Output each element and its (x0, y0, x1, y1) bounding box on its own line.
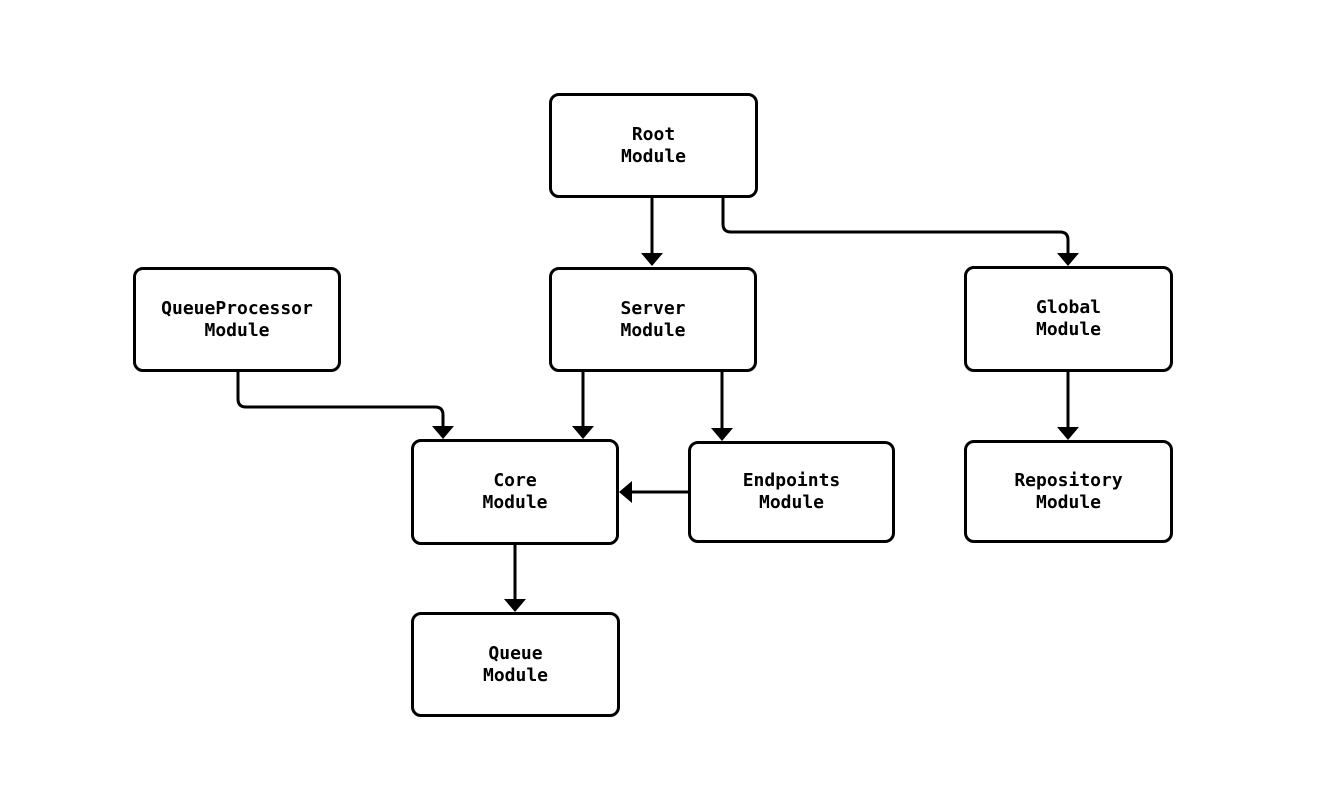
node-server-module: Server Module (549, 267, 757, 372)
edge-core-to-queue (504, 543, 526, 612)
node-queueprocessor-module: QueueProcessor Module (133, 267, 341, 372)
node-global-module: Global Module (964, 266, 1173, 372)
node-root-module: Root Module (549, 93, 758, 198)
arrowhead-icon (619, 481, 632, 503)
node-label-name: Queue (488, 642, 543, 664)
arrowhead-icon (432, 426, 454, 439)
node-label-name: Repository (1014, 469, 1123, 491)
edge-root-to-server (641, 195, 663, 266)
edge-root-to-global (721, 195, 1079, 266)
edge-server-to-core (572, 370, 594, 439)
node-repository-module: Repository Module (964, 440, 1173, 543)
arrowhead-icon (572, 426, 594, 439)
node-label-type: Module (482, 492, 548, 513)
node-queue-module: Queue Module (411, 612, 620, 717)
edge-endpoints-to-core (619, 481, 690, 503)
arrowhead-icon (1057, 253, 1079, 266)
node-endpoints-module: Endpoints Module (688, 441, 895, 543)
node-label-name: Root (631, 123, 676, 145)
edge-queueprocessor-to-core (236, 370, 454, 439)
node-label-type: Module (204, 319, 270, 341)
node-label-name: Endpoints (742, 470, 841, 491)
node-label-type: Module (482, 664, 549, 686)
node-label-type: Module (758, 492, 825, 513)
node-core-module: Core Module (411, 439, 619, 545)
edge-global-to-repository (1057, 370, 1079, 440)
arrowhead-icon (641, 253, 663, 266)
node-label-type: Module (620, 319, 686, 341)
node-label-name: Server (620, 297, 686, 319)
arrowhead-icon (504, 599, 526, 612)
node-label-type: Module (1035, 319, 1102, 340)
node-label-name: Core (493, 470, 537, 491)
node-label-name: Global (1035, 297, 1102, 318)
arrowhead-icon (1057, 427, 1079, 440)
node-label-name: QueueProcessor (161, 297, 313, 319)
arrowhead-icon (711, 428, 733, 441)
node-label-type: Module (1035, 491, 1102, 513)
edge-server-to-endpoints (711, 370, 733, 441)
node-label-type: Module (620, 145, 687, 167)
